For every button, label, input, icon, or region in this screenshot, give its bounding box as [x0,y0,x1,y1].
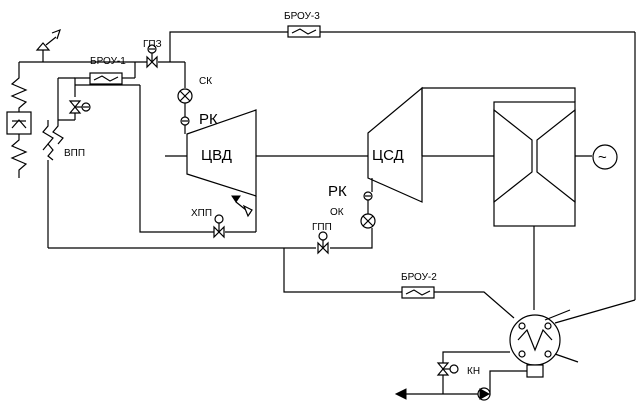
brou2-line [434,291,515,319]
recirculation-line [442,351,510,363]
safety-valve-icon [35,28,61,62]
brou1-line [74,77,90,97]
rk-hp-icon [180,116,190,126]
condensate-line [404,370,527,395]
arrow-left-icon [394,388,407,400]
gpp-label: ГПП [312,222,332,233]
brou2-label: БРОУ-2 [401,272,437,283]
ok-label: ОК [330,207,344,218]
cvd-label: ЦВД [201,147,232,164]
rk-hp-label: РК [199,111,218,128]
sk-label: СК [199,76,212,87]
condenser [509,309,579,378]
brou3-line [554,299,636,324]
hpp-label: ХПП [191,208,212,219]
ip-turbine [367,86,423,203]
hp-turbine [186,109,257,197]
hot-reheat-line [330,228,373,249]
ok-valve-icon [360,213,376,229]
gpz-label: ГПЗ [143,39,162,50]
rk-ip-label: РК [328,183,347,200]
generator-label: ~ [598,149,607,166]
brou3-line [169,31,288,62]
hpp-line [139,85,214,233]
rk-ip-icon [363,191,373,201]
brou1-label: БРОУ-1 [90,56,126,67]
hpp-valve-icon [213,214,225,239]
boiler [6,61,43,178]
csd-label: ЦСД [372,147,404,164]
gpp-valve-icon [317,231,329,255]
vpp-label: ВПП [64,148,85,159]
kn-label: КН [467,366,480,377]
reheater [42,77,76,248]
hp-exhaust-valve-icon [231,195,253,218]
brou2-line [283,248,402,293]
crossover-pipe [421,87,576,156]
sk-valve-icon [177,88,193,104]
condensate-pump [477,387,491,401]
kn-valve-icon [436,362,459,376]
lp-turbine [493,101,576,227]
reheat-valve-icon [68,100,91,114]
generator: ~ [592,144,618,170]
brou3-label: БРОУ-3 [284,11,320,22]
gpz-valve-icon [146,44,158,69]
